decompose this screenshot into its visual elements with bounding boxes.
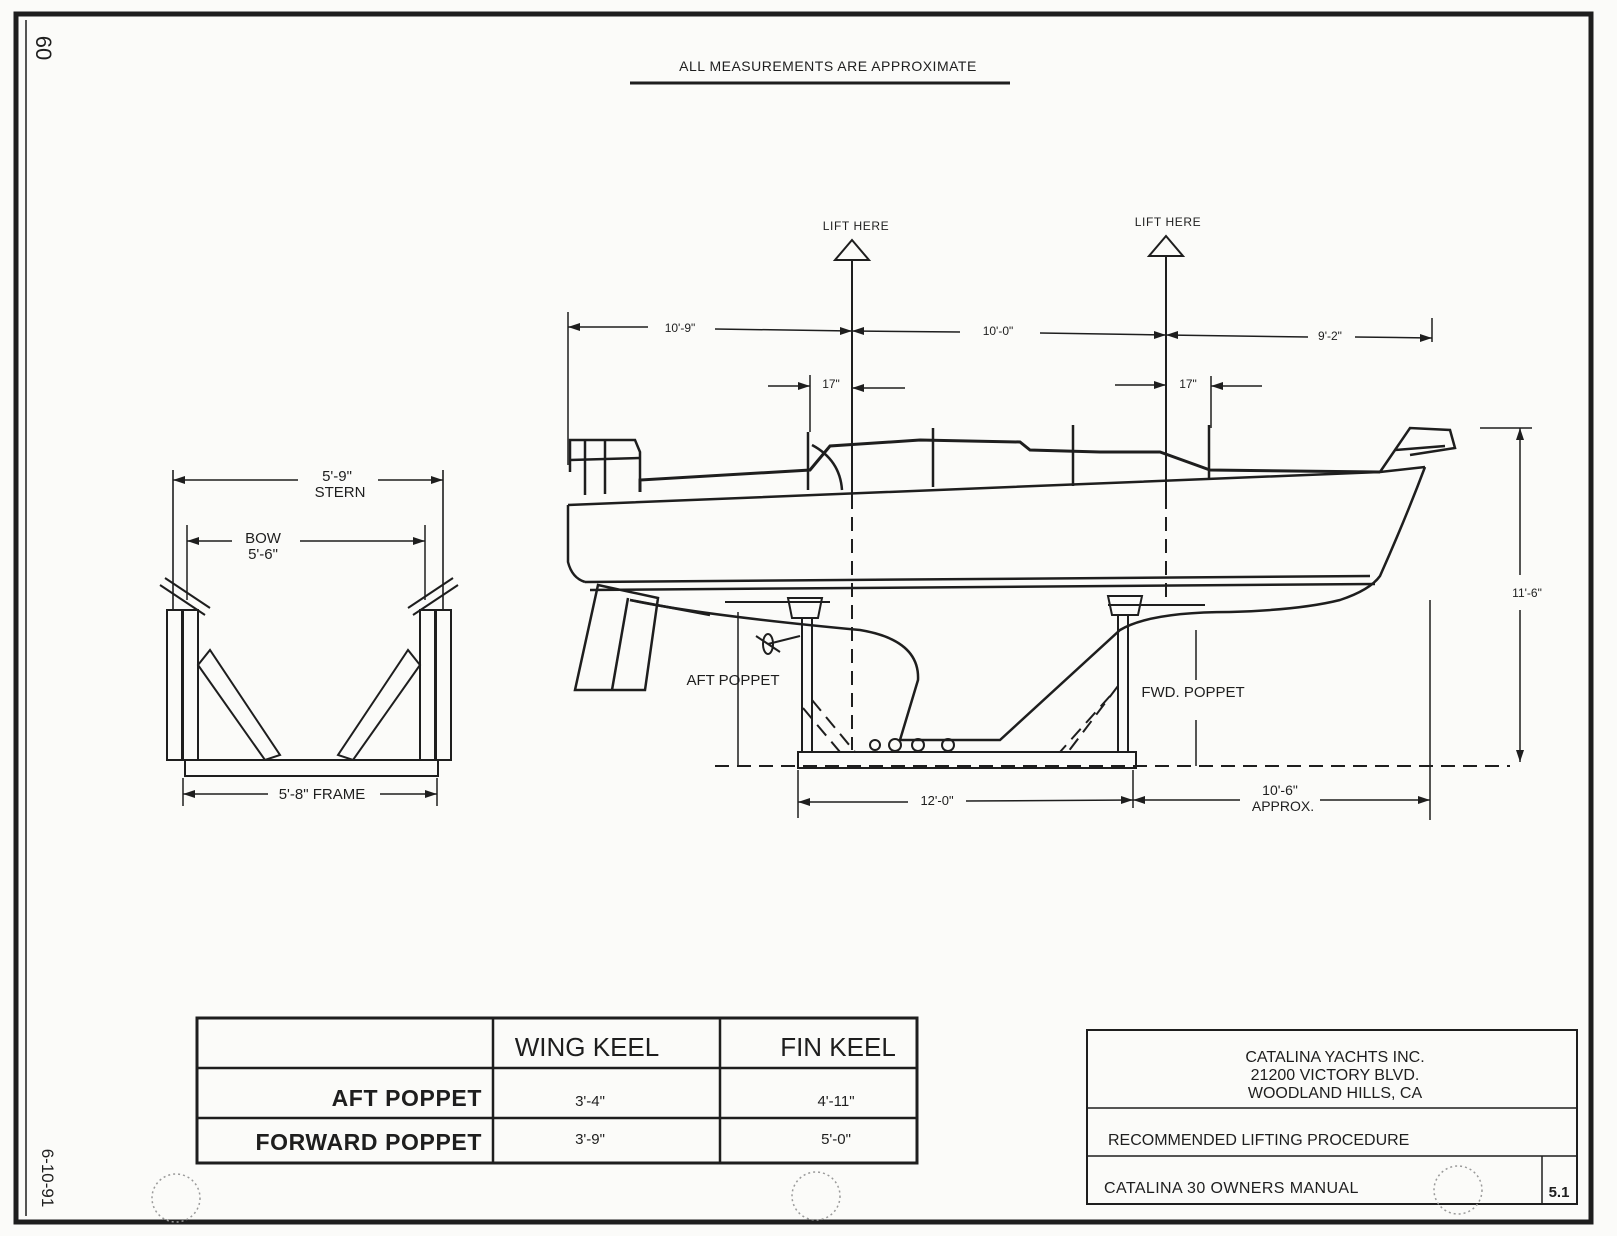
end-view: 5'-9" STERN BOW 5'-6" [159, 468, 459, 806]
bow-overhang-arrow-right [1418, 796, 1430, 804]
bow-overhang-note: APPROX. [1252, 798, 1314, 814]
propeller [755, 633, 801, 655]
hull-profile [566, 425, 1457, 742]
date-code: 6-10-91 [38, 1149, 57, 1208]
frame-dim-arrow-right [425, 790, 437, 798]
bow-width-value: 5'-6" [248, 546, 278, 563]
lift-here-aft-arrow [832, 238, 872, 261]
fwd-overhang-line-b [1354, 336, 1433, 339]
cell-aft-fin: 4'-11" [817, 1093, 854, 1110]
col-header-wing-keel: WING KEEL [515, 1032, 659, 1062]
frame-dim-label: 5'-8" FRAME [279, 786, 366, 803]
side-view: LIFT HERE LIFT HERE 10'-9" 10'-0" 9'-2" … [566, 215, 1542, 820]
lift-here-fwd-label: LIFT HERE [1135, 215, 1202, 229]
aft-offset-value: 17" [822, 377, 840, 391]
company-address-2: WOODLAND HILLS, CA [1248, 1085, 1423, 1102]
fwd-offset-arrow-right [1211, 382, 1223, 390]
frame-length-arrow-right [1121, 796, 1133, 804]
row-label-forward-poppet: FORWARD POPPET [256, 1129, 483, 1155]
forward-poppet [1059, 595, 1205, 753]
poppet-table-border [195, 1016, 919, 1165]
fwd-offset-arrow-left [1154, 381, 1166, 389]
stern-label: STERN [315, 484, 366, 501]
stern-width-arrow-left [173, 476, 185, 484]
fwd-overhang-arrow-left [1166, 331, 1178, 339]
page-number: 60 [31, 36, 56, 60]
height-value: 11'-6" [1512, 586, 1542, 600]
aft-overhang-arrow-right [840, 327, 852, 335]
bow-label: BOW [245, 530, 282, 547]
fwd-poppet-label: FWD. POPPET [1141, 684, 1244, 701]
section-number: 5.1 [1549, 1184, 1570, 1201]
poppet-table: WING KEEL FIN KEEL AFT POPPET 3'-4" 4'-1… [195, 1016, 919, 1165]
bow-overhang-value: 10'-6" [1262, 782, 1298, 798]
frame-length-value: 12'-0" [920, 793, 954, 808]
drawing-title: RECOMMENDED LIFTING PROCEDURE [1108, 1132, 1409, 1149]
stern-width-arrow-right [431, 476, 443, 484]
aft-poppet-label: AFT POPPET [686, 672, 779, 689]
frame-dim-arrow-left [183, 790, 195, 798]
fwd-overhang-line-a [1165, 334, 1309, 338]
between-lifts-value: 10'-0" [983, 324, 1014, 338]
company-address-1: 21200 VICTORY BLVD. [1251, 1067, 1420, 1084]
fwd-offset-value: 17" [1179, 377, 1197, 391]
cell-forward-fin: 5'-0" [821, 1131, 851, 1148]
title-block: CATALINA YACHTS INC. 21200 VICTORY BLVD.… [1086, 1029, 1578, 1205]
height-arrow-top [1516, 428, 1524, 440]
bow-overhang-arrow-left [1133, 796, 1145, 804]
frame-length-line-right [965, 799, 1134, 802]
between-lifts-arrow-right [1154, 331, 1166, 339]
cradle-base [797, 751, 1137, 769]
title-block-border [1086, 1029, 1578, 1205]
between-lifts-arrow-left [852, 327, 864, 335]
lift-here-aft-label: LIFT HERE [823, 219, 890, 233]
page-border [13, 11, 1594, 1225]
frame-length-arrow-left [798, 798, 810, 806]
stern-width-value: 5'-9" [322, 468, 352, 485]
fwd-overhang-value: 9'-2" [1318, 329, 1342, 343]
aft-offset-arrow-right [852, 384, 864, 392]
bow-width-arrow-left [187, 537, 199, 545]
aft-overhang-value: 10'-9" [665, 321, 696, 335]
row-label-aft-poppet: AFT POPPET [332, 1085, 482, 1111]
aft-overhang-arrow-left [568, 323, 580, 331]
bow-width-arrow-right [413, 537, 425, 545]
cell-forward-wing: 3'-9" [575, 1131, 605, 1148]
height-arrow-bottom [1516, 750, 1524, 762]
aft-offset-arrow-left [798, 382, 810, 390]
measurement-note: ALL MEASUREMENTS ARE APPROXIMATE [679, 58, 977, 74]
cradle-frame [159, 577, 459, 777]
aft-overhang-line-b [714, 328, 853, 332]
cell-aft-wing: 3'-4" [575, 1093, 605, 1110]
col-header-fin-keel: FIN KEEL [780, 1032, 896, 1062]
fwd-overhang-arrow-right [1420, 334, 1432, 342]
between-lifts-line-a [851, 330, 961, 333]
binder-hole-marks [151, 1165, 1483, 1223]
aft-poppet [725, 597, 856, 753]
lift-here-fwd-arrow [1146, 234, 1186, 257]
manual-name: CATALINA 30 OWNERS MANUAL [1104, 1180, 1359, 1197]
company-name: CATALINA YACHTS INC. [1245, 1049, 1424, 1066]
between-lifts-line-b [1039, 332, 1167, 336]
